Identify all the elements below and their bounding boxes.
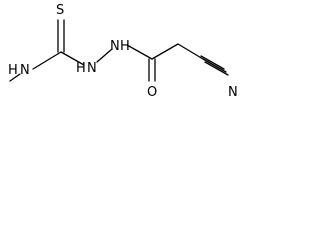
bond-nh-thiourea-carbon xyxy=(32,51,62,70)
bond-methyl-n xyxy=(9,73,21,82)
bond-n-n xyxy=(96,48,113,63)
molecule-svg: S H N H N N H O N xyxy=(8,3,238,100)
bond-nitrile-triple-a xyxy=(200,55,225,70)
structure-diagram: S H N H N N H O N xyxy=(0,0,268,117)
bond-carbonyl-ch2 xyxy=(151,43,179,60)
bond-nitrile-triple-b xyxy=(202,58,227,73)
oxygen-atom-label: O xyxy=(147,85,157,100)
methylamine-h-label: H xyxy=(8,63,18,78)
hydrazide-h-label-a: H xyxy=(76,61,86,76)
sulfur-atom-label: S xyxy=(56,3,64,18)
nitrile-n-label: N xyxy=(228,85,238,100)
hydrazide-n-label-a: N xyxy=(87,61,97,76)
hydrazide-n-label-b: N xyxy=(110,39,120,54)
methylamine-n-label: N xyxy=(20,63,30,78)
hydrazide-h-label-b: H xyxy=(120,39,130,54)
bond-thiourea-carbon-nh xyxy=(60,51,85,66)
bond-ch2-nitrile-carbon xyxy=(177,43,204,60)
bond-nitrile-triple-c xyxy=(204,61,229,76)
bond-nh-carbonyl-carbon xyxy=(126,44,153,60)
